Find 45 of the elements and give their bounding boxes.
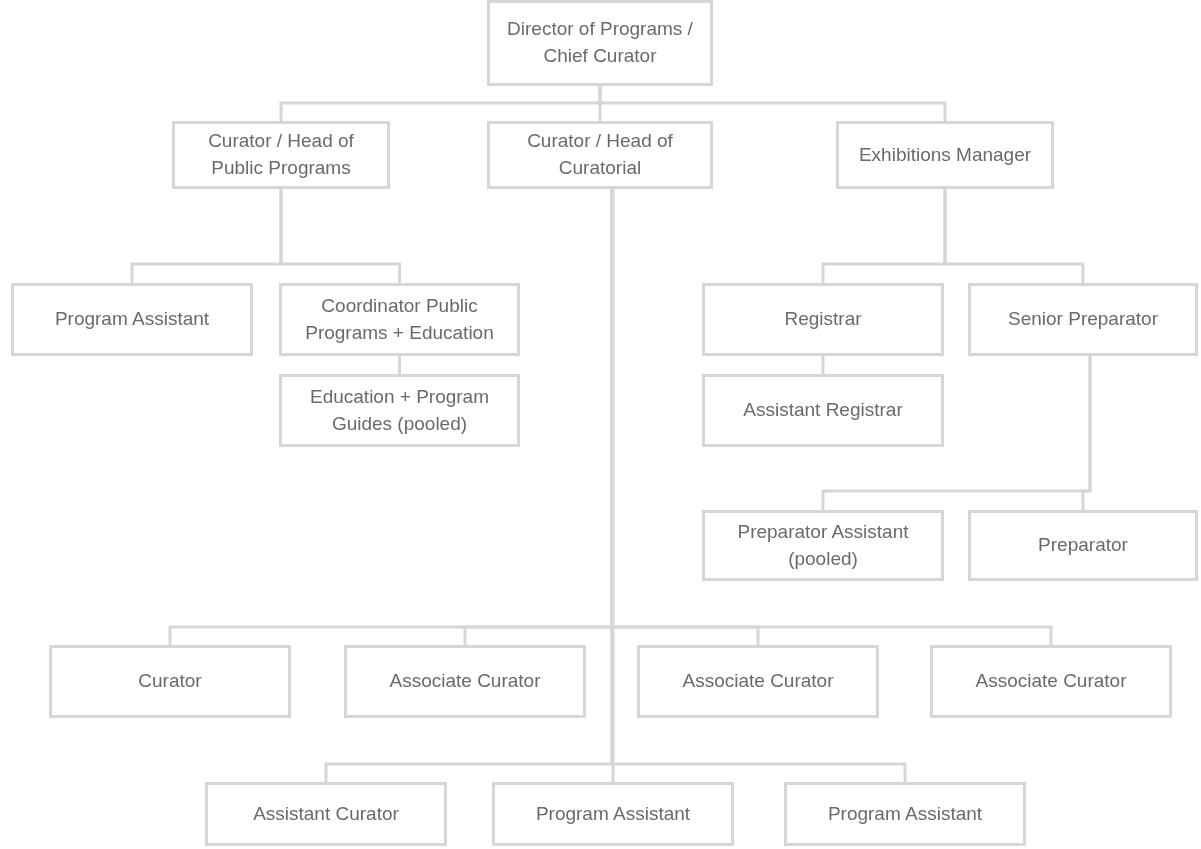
connector-line bbox=[598, 86, 947, 121]
org-box bbox=[930, 645, 1172, 718]
role-title: Curator / Head of Public Programs bbox=[207, 129, 355, 180]
connector-line bbox=[1081, 356, 1092, 510]
org-box bbox=[784, 782, 1026, 846]
role-title: Director of Programs / Chief Curator bbox=[506, 17, 694, 68]
org-box bbox=[279, 283, 520, 356]
org-box bbox=[637, 645, 879, 718]
org-box bbox=[487, 121, 713, 189]
org-box bbox=[487, 0, 713, 86]
connector-line bbox=[943, 189, 1085, 283]
role-title: Exhibitions Manager bbox=[858, 142, 1032, 167]
connector-line bbox=[821, 356, 825, 374]
role-title: Program Assistant bbox=[535, 801, 691, 826]
connector-line bbox=[279, 189, 401, 283]
role-title: Program Assistant bbox=[827, 801, 983, 826]
role-title: Associate Curator bbox=[975, 669, 1127, 694]
role-title: Education + Program Guides (pooled) bbox=[309, 384, 490, 436]
org-box bbox=[968, 283, 1198, 356]
role-title: Registrar bbox=[784, 307, 862, 332]
role-title: Curator / Head of Curatorial bbox=[526, 129, 674, 180]
role-title: Program Assistant bbox=[54, 307, 210, 332]
org-box bbox=[702, 374, 944, 447]
org-box bbox=[344, 645, 586, 718]
org-box bbox=[205, 782, 447, 846]
role-title: Assistant Curator bbox=[253, 801, 399, 826]
org-box bbox=[49, 645, 291, 718]
role-title: Preparator Assistant (pooled) bbox=[736, 519, 910, 571]
role-title: Preparator bbox=[1038, 533, 1128, 558]
role-title: Associate Curator bbox=[389, 669, 541, 694]
org-box bbox=[702, 283, 944, 356]
role-title: Assistant Registrar bbox=[743, 398, 903, 423]
role-title: Senior Preparator bbox=[1008, 307, 1158, 332]
connector-line bbox=[398, 356, 401, 374]
org-box bbox=[279, 374, 520, 447]
role-title: Associate Curator bbox=[682, 669, 834, 694]
org-box bbox=[968, 510, 1198, 581]
org-box bbox=[172, 121, 390, 189]
role-title: Coordinator Public Programs + Education bbox=[304, 293, 495, 345]
role-title: Curator bbox=[138, 669, 202, 694]
org-box bbox=[492, 782, 734, 846]
org-box bbox=[836, 121, 1054, 189]
connector-line bbox=[611, 189, 615, 782]
org-box bbox=[702, 510, 944, 581]
org-box bbox=[11, 283, 253, 356]
